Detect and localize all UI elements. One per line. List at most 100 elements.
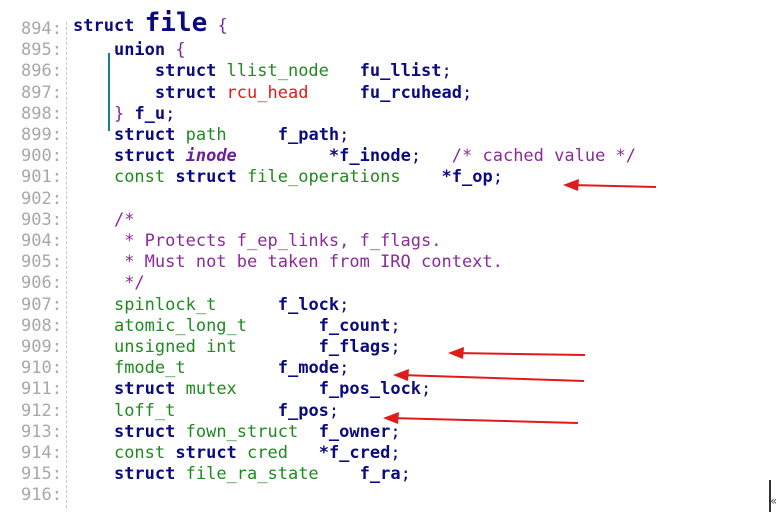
code-text: struct fown_struct f_owner;: [73, 422, 401, 443]
code-token: ;: [339, 125, 350, 145]
code-token: [308, 83, 359, 103]
code-token: ;: [390, 315, 401, 336]
code-token: path: [185, 125, 227, 145]
code-token: loff_t: [113, 400, 176, 421]
code-text: * Protects f_ep_links, f_flags.: [73, 231, 441, 252]
code-token: ;: [390, 337, 401, 357]
code-token: {: [207, 16, 228, 36]
code-token: ;: [461, 82, 473, 103]
code-token: ;: [165, 103, 176, 124]
code-token: *f_cred: [318, 443, 391, 463]
code-line: 894:struct file {: [0, 10, 776, 40]
code-token: f_owner: [318, 421, 391, 442]
code-token: struct: [113, 379, 186, 400]
gutter-divider: [66, 22, 67, 508]
code-token: union: [113, 40, 176, 61]
line-number: 895:: [21, 40, 62, 61]
code-line: 912: loff_t f_pos;: [0, 401, 776, 422]
code-line: 895: union {: [0, 40, 776, 61]
code-line: 896: struct llist_node fu_llist;: [0, 61, 776, 82]
indent: [73, 40, 114, 60]
code-token: [175, 401, 277, 421]
code-text: struct llist_node fu_llist;: [73, 61, 452, 82]
line-number: 909:: [21, 337, 62, 357]
line-number: 899:: [21, 125, 62, 145]
code-token: mutex: [185, 379, 237, 400]
code-line: 916:: [0, 485, 776, 506]
code-token: ;: [441, 61, 452, 82]
line-number: 901:: [21, 167, 62, 188]
code-token: unsigned int: [113, 337, 237, 357]
indent: [73, 401, 114, 421]
indent: [73, 273, 114, 293]
code-line: 902:: [0, 189, 776, 210]
indent: [73, 104, 114, 124]
code-token: struct: [175, 443, 248, 463]
code-token: const: [113, 167, 176, 188]
code-line: 901: const struct file_operations *f_op;: [0, 167, 776, 188]
code-token: struct: [154, 61, 227, 82]
code-token: atomic_long_t: [113, 315, 248, 336]
text-cursor: [769, 480, 771, 512]
line-number: 911:: [21, 379, 62, 400]
code-token: fown_struct: [185, 421, 299, 442]
code-token: llist_node: [226, 61, 329, 82]
code-text: /*: [73, 210, 134, 231]
code-token: ;: [390, 443, 401, 463]
code-text: struct mutex f_pos_lock;: [73, 379, 431, 400]
code-token: fu_rcuhead: [359, 82, 462, 103]
code-line: 899: struct path f_path;: [0, 125, 776, 146]
code-token: * Protects f_ep_links, f_flags.: [113, 231, 442, 251]
code-token: /*: [113, 209, 135, 230]
indent: [73, 83, 155, 103]
code-line: 903: /*: [0, 210, 776, 231]
code-token: [319, 464, 360, 484]
code-line: 913: struct fown_struct f_owner;: [0, 422, 776, 443]
code-token: ;: [339, 358, 350, 379]
line-number: 897:: [21, 82, 62, 103]
code-token: [329, 61, 360, 81]
code-line: 900: struct inode *f_inode; /* cached va…: [0, 146, 776, 167]
code-text: union {: [73, 40, 186, 61]
code-line: 897: struct rcu_head fu_rcuhead;: [0, 83, 776, 104]
indent: [73, 316, 114, 336]
code-token: f_path: [277, 125, 340, 145]
code-token: rcu_head: [226, 82, 309, 103]
line-number: 894:: [21, 19, 62, 39]
code-token: fmode_t: [113, 358, 186, 379]
code-line: 911: struct mutex f_pos_lock;: [0, 379, 776, 400]
indent: [73, 125, 114, 145]
code-token: struct: [154, 82, 227, 103]
code-text: fmode_t f_mode;: [73, 358, 349, 379]
line-number: 896:: [21, 61, 62, 82]
code-token: f_flags: [318, 337, 391, 357]
code-token: fu_llist: [359, 61, 442, 82]
code-token: f_lock: [277, 294, 340, 315]
code-token: spinlock_t: [113, 294, 217, 315]
indent: [73, 295, 114, 315]
indent: [73, 146, 114, 166]
code-token: {: [175, 40, 186, 61]
code-token: f_pos: [277, 400, 329, 421]
code-line: 914: const struct cred *f_cred;: [0, 443, 776, 464]
indent: [73, 231, 114, 251]
code-token: [247, 316, 319, 336]
code-token: }: [113, 103, 135, 124]
code-token: [186, 358, 278, 378]
code-token: const: [113, 443, 176, 463]
indent: [73, 337, 114, 357]
code-token: [216, 295, 277, 315]
code-token: [227, 125, 278, 145]
line-number: 915:: [21, 464, 62, 485]
code-text: const struct cred *f_cred;: [73, 443, 401, 464]
line-number: 904:: [21, 231, 62, 251]
code-text: } f_u;: [73, 104, 175, 125]
line-number: 910:: [21, 358, 62, 379]
line-number: 906:: [21, 273, 62, 294]
code-token: struct: [73, 16, 145, 36]
code-token: struct: [113, 125, 186, 145]
indent: [73, 252, 114, 272]
line-number: 907:: [21, 294, 62, 315]
indent: [73, 210, 114, 230]
